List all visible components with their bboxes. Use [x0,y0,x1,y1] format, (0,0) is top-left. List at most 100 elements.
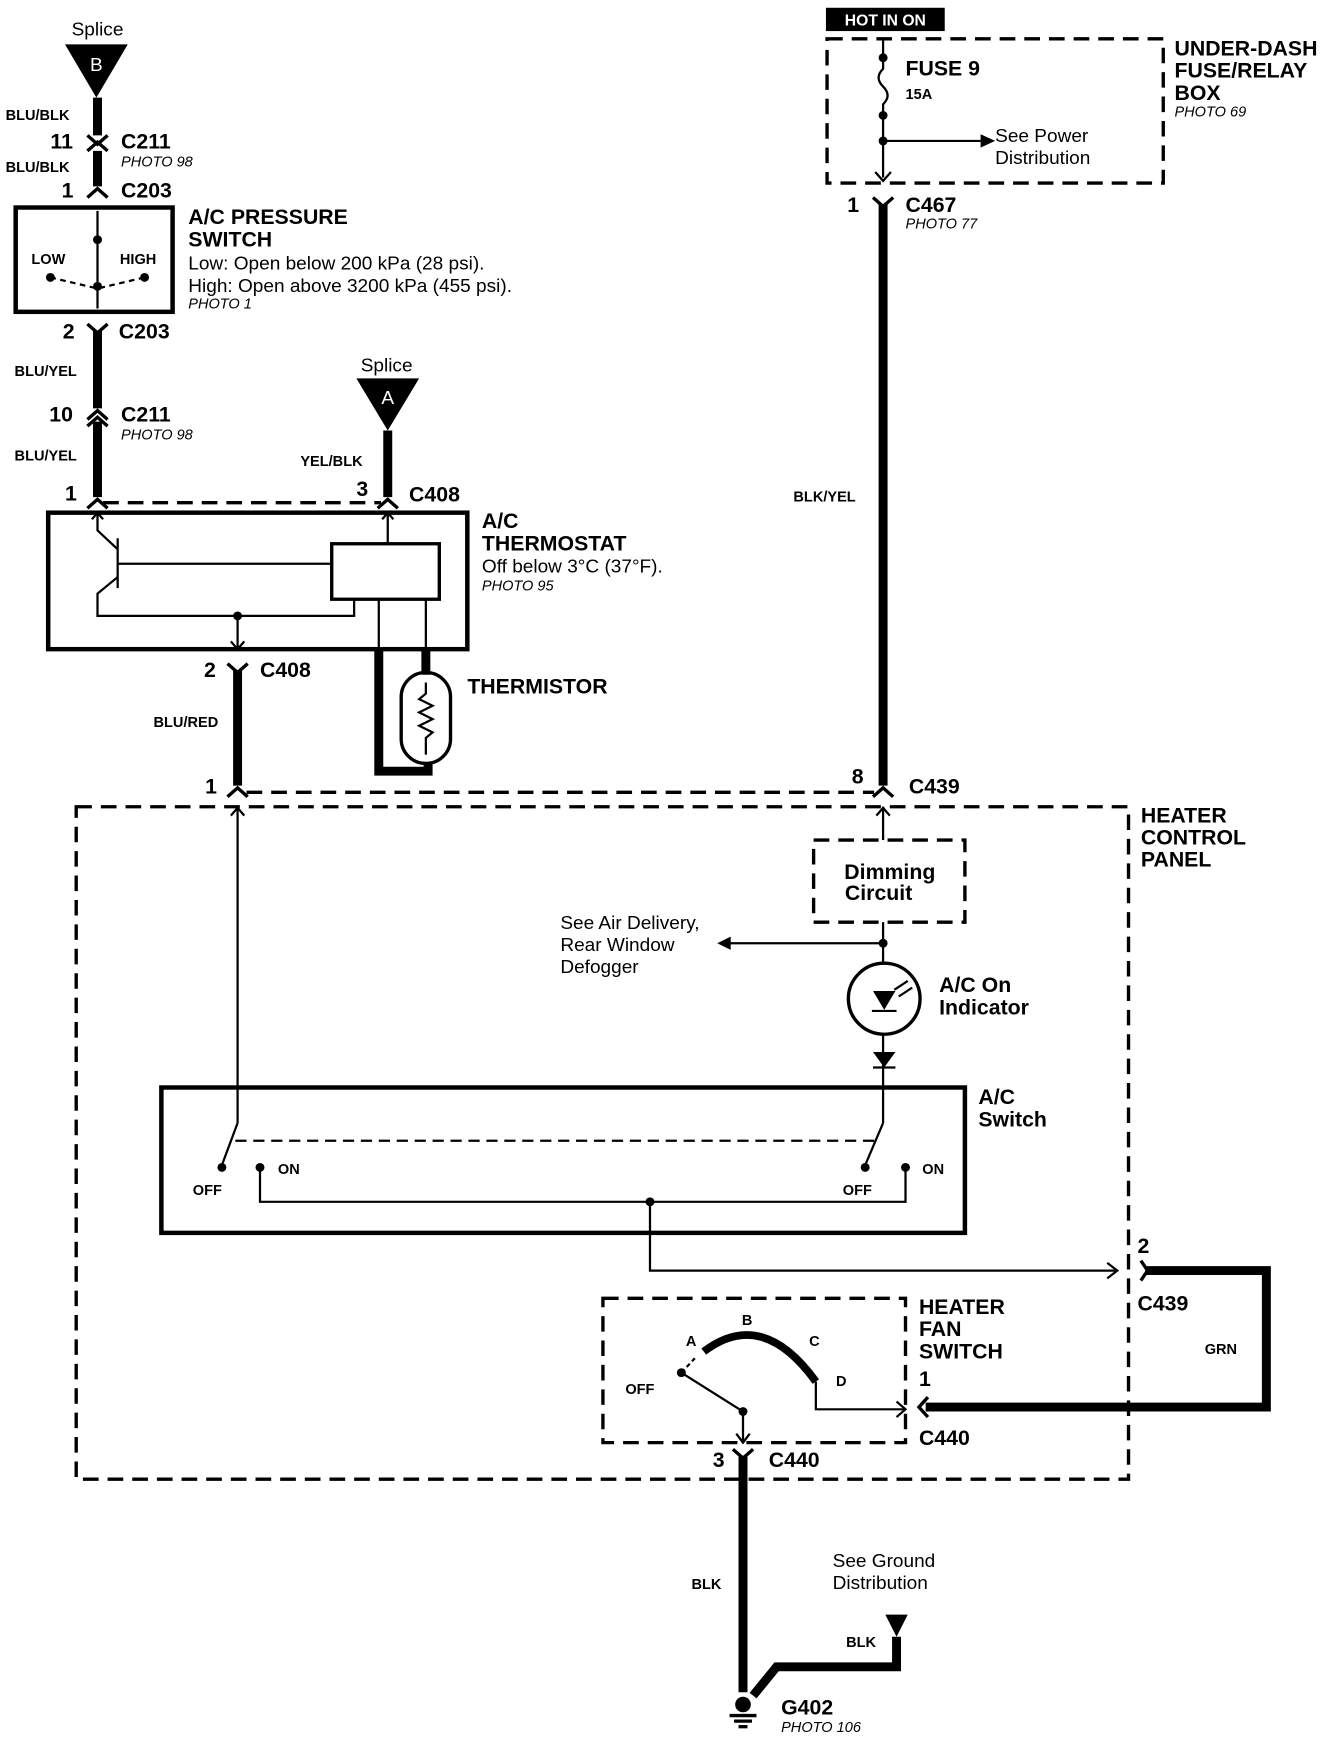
ground-name: G402 [781,1697,833,1720]
pin-number: 10 [49,404,73,427]
wire-color-label: BLU/RED [154,715,219,731]
indicator-label: A/C On [939,974,1011,997]
splice-a-label: Splice [361,356,413,377]
pressure-switch-contacts-icon [45,210,150,309]
photo-ref: PHOTO 98 [121,427,193,443]
connector-name: C408 [409,484,460,507]
fan-position-off: OFF [625,1382,654,1398]
thermostat-title: A/C [482,510,519,533]
pin-number: 1 [65,483,77,506]
thermistor-label: THERMISTOR [467,676,607,699]
switch-position-on: ON [278,1162,300,1178]
fuse-box-title: UNDER-DASH [1174,38,1317,61]
pin-number: 11 [50,131,73,154]
connector-name: C211 [121,131,171,154]
wire-color-label: BLK [846,1635,876,1651]
connector-name: C203 [119,321,170,344]
connector-name: C203 [121,180,172,203]
pin-number: 3 [713,1449,725,1472]
hot-in-on-badge [825,7,945,32]
fan-position-d: D [836,1374,847,1390]
see-ground-distribution[interactable]: Distribution [833,1573,928,1594]
photo-ref: PHOTO 98 [121,155,193,171]
ground-icon [729,1696,757,1729]
pin-number: 3 [356,478,368,501]
wire-color-label: GRN [1205,1342,1237,1358]
wire-blk [731,1448,908,1699]
see-power-distribution[interactable]: See Power [995,126,1088,147]
fuse-box-title: FUSE/RELAY [1174,60,1307,83]
pin-number: 2 [204,659,216,682]
wire-blk-yel [871,196,895,799]
pin-number: 1 [847,194,859,217]
connector-name: C439 [909,776,960,799]
connector-name: C211 [121,404,171,427]
thermostat-circuit-icon [91,510,441,651]
pin-number: 2 [63,321,75,344]
wire-blu-yel [86,322,109,510]
heater-panel-title: PANEL [1141,849,1212,872]
pin-number: 2 [1137,1235,1149,1258]
indicator-label: Indicator [939,996,1029,1019]
heater-panel-title: CONTROL [1141,827,1246,850]
low-spec: Low: Open below 200 kPa (28 psi). [188,254,484,275]
fuse-icon [874,38,996,183]
ac-switch-contacts-icon [217,1122,1120,1280]
switch-position-off: OFF [193,1183,222,1199]
see-power-distribution[interactable]: Distribution [995,148,1090,169]
wire-color-label: BLK [691,1577,721,1593]
photo-ref: PHOTO 1 [188,297,252,313]
pressure-switch-title: SWITCH [188,228,272,251]
splice-b-triangle-icon [64,44,128,98]
fuse-rating: 15A [906,87,933,103]
see-air-delivery[interactable]: See Air Delivery, [560,913,699,934]
pressure-switch-box [13,205,175,315]
wire-blu-red [226,662,249,799]
wire-color-label: BLU/YEL [15,364,77,380]
high-spec: High: Open above 3200 kPa (455 psi). [188,276,512,297]
see-ground-distribution[interactable]: See Ground [833,1551,936,1572]
wire-color-label: YEL/BLK [300,454,363,470]
dimming-circuit-box [811,838,967,924]
heater-control-panel-outline [74,805,1131,1481]
pin-number: 1 [62,180,74,203]
splice-a-triangle-icon [356,378,420,431]
wire-color-label: BLU/BLK [6,108,70,124]
splice-b-label: Splice [72,20,124,41]
thermostat-box [45,510,470,652]
pressure-switch-title: A/C PRESSURE [188,206,348,229]
wire-color-label: BLU/YEL [15,449,77,465]
fuse-box-title: BOX [1174,82,1220,105]
fan-switch-title: SWITCH [919,1340,1003,1363]
fuse-label: FUSE 9 [906,58,980,81]
wire-color-label: BLK/YEL [793,490,855,506]
pin-number: 1 [205,776,217,799]
fan-switch-contacts-icon [676,1331,908,1445]
connector-name: C467 [906,194,957,217]
heater-panel-title: HEATER [1141,804,1227,827]
photo-ref: PHOTO 106 [781,1720,862,1736]
thermostat-title: THERMOSTAT [482,532,627,555]
fuse-box-outline [825,37,1165,185]
pin-number: 1 [919,1368,931,1391]
fan-position-b: B [742,1313,753,1329]
photo-ref: PHOTO 95 [482,578,555,594]
switch-position-off: OFF [843,1183,872,1199]
connector-icon [376,497,399,510]
led-indicator-icon [846,961,922,1069]
see-air-delivery[interactable]: Defogger [560,957,638,978]
ac-switch-box [159,1085,968,1236]
photo-ref: PHOTO 69 [1174,105,1246,121]
connector-name: C440 [919,1427,970,1450]
wire-blu-blk [86,97,109,199]
hot-in-on-label: HOT IN ON [845,13,926,30]
splice-b-letter: B [90,55,103,76]
see-air-delivery[interactable]: Rear Window [560,935,675,956]
splice-a-letter: A [381,388,394,409]
switch-position-on: ON [922,1162,944,1178]
connector-name: C439 [1137,1293,1188,1316]
dimming-label: Dimming [844,861,935,884]
thermistor-icon [374,649,453,776]
high-label: HIGH [120,252,156,268]
